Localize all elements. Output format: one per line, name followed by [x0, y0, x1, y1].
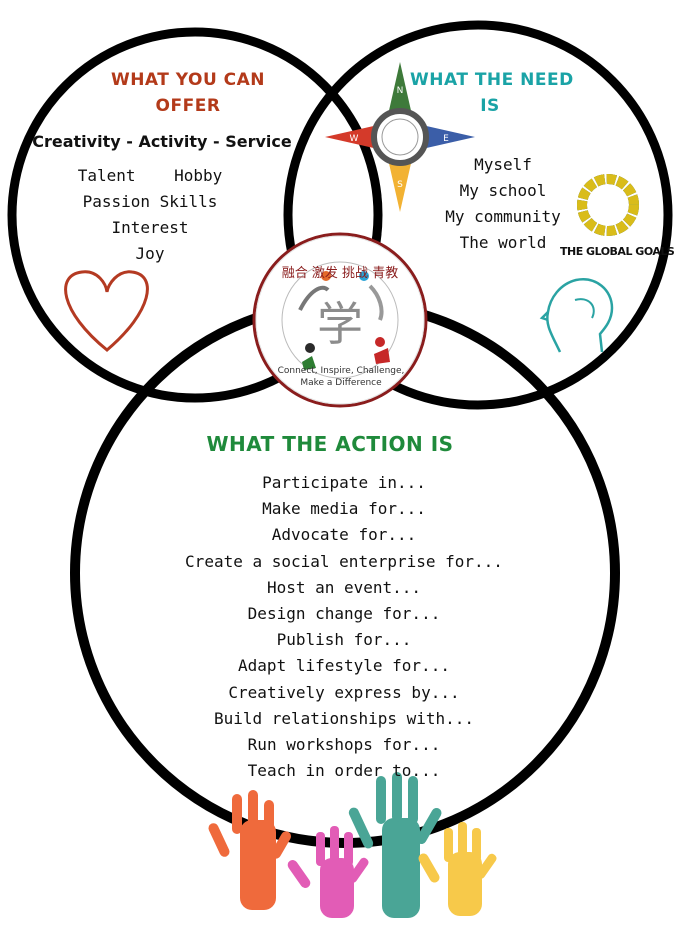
- need-heading-line1: WHAT THE NEED: [410, 70, 574, 90]
- action-item: Teach in order to...: [247, 761, 441, 781]
- action-item: Run workshops for...: [247, 734, 441, 754]
- action-item: Host an event...: [266, 577, 422, 597]
- offer-item: Talent Hobby: [77, 166, 223, 185]
- offer-item: Interest: [111, 218, 189, 237]
- cas-label: Creativity - Activity - Service: [32, 132, 292, 151]
- action-list: Participate in... Make media for... Advo…: [150, 470, 538, 784]
- offer-heading-line2: OFFER: [155, 96, 221, 116]
- action-item: Adapt lifestyle for...: [238, 656, 450, 676]
- raised-hands-icon: [208, 772, 497, 918]
- svg-text:E: E: [443, 134, 449, 144]
- svg-text:S: S: [397, 180, 403, 190]
- action-item: Create a social enterprise for...: [185, 551, 503, 571]
- head-icon: [539, 278, 614, 353]
- center-logo-motto-1: Connect, Inspire, Challenge,: [277, 366, 405, 376]
- sdg-wheel-icon: [577, 174, 639, 236]
- need-item: Myself: [474, 155, 532, 174]
- svg-text:W: W: [350, 134, 359, 144]
- center-logo-chinese: 融合 激发 挑战 青教: [281, 266, 399, 281]
- action-item: Advocate for...: [271, 525, 417, 545]
- heart-icon: [64, 270, 149, 352]
- action-item: Build relationships with...: [213, 708, 475, 728]
- offer-circle: [7, 27, 383, 403]
- svg-text:N: N: [397, 86, 404, 96]
- action-item: Design change for...: [247, 603, 441, 623]
- center-logo-glyph: 学: [317, 297, 363, 351]
- need-circle: [283, 20, 673, 410]
- offer-heading-line1: WHAT YOU CAN: [110, 70, 266, 90]
- action-item: Creatively express by...: [228, 682, 460, 702]
- action-heading: WHAT THE ACTION IS: [206, 432, 454, 456]
- center-logo-motto-2: Make a Difference: [300, 378, 382, 388]
- need-heading-line2: IS: [480, 96, 500, 116]
- global-goals-label: THE GLOBAL GOALS: [560, 245, 675, 258]
- need-item: The world: [459, 233, 547, 252]
- offer-item: Passion Skills: [82, 192, 218, 211]
- compass-icon: N E S W: [325, 62, 475, 212]
- offer-item: Joy: [135, 244, 165, 263]
- need-item: My school: [459, 181, 547, 200]
- center-logo: [252, 232, 428, 408]
- action-item: Make media for...: [262, 499, 426, 519]
- action-item: Participate in...: [262, 473, 426, 492]
- need-item: My community: [445, 207, 561, 226]
- action-item: Publish for...: [276, 630, 412, 650]
